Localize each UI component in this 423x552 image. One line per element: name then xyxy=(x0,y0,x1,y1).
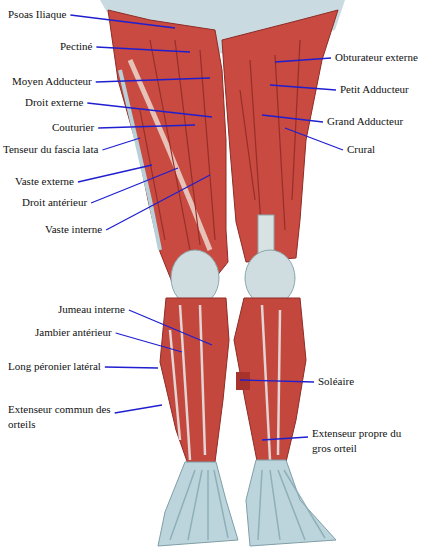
leader-line xyxy=(87,103,212,117)
leader-line xyxy=(115,405,162,413)
muscle-label: Jumeau interne xyxy=(58,302,125,317)
foot xyxy=(158,462,238,546)
muscle-label: Vaste externe xyxy=(15,174,74,189)
muscle-label: Vaste interne xyxy=(45,222,102,237)
cut-muscle xyxy=(236,372,250,390)
leader-line xyxy=(285,128,343,150)
leader-line xyxy=(105,367,158,368)
foot xyxy=(246,460,336,546)
lower-leg-muscles xyxy=(160,298,229,470)
fascia-band xyxy=(120,70,160,250)
leader-line xyxy=(96,47,190,52)
leader-line xyxy=(96,78,210,82)
muscle-label: Couturier xyxy=(52,120,94,135)
leader-line xyxy=(262,437,308,440)
muscle-label: Moyen Adducteur xyxy=(12,74,92,89)
muscle-label: Long péronier latéral xyxy=(8,359,101,374)
tendons xyxy=(170,305,205,460)
leader-line xyxy=(91,168,178,203)
leader-line xyxy=(240,380,314,382)
leader-line xyxy=(262,115,323,122)
leader-line xyxy=(116,333,182,352)
leader-line xyxy=(70,15,175,28)
muscle-fibres xyxy=(240,40,300,240)
muscle-label: Extenseur commun des orteils xyxy=(8,402,120,432)
muscle-label: Tenseur du fascia lata xyxy=(3,142,98,157)
foot-tendons xyxy=(170,470,228,540)
foot-tendons xyxy=(258,470,325,540)
leader-line xyxy=(78,165,152,182)
muscle-fibres xyxy=(140,40,215,250)
muscle-label: Droit antérieur xyxy=(22,195,87,210)
thigh-muscles xyxy=(222,10,338,262)
muscle-label: Jambier antérieur xyxy=(35,325,112,340)
muscle-label: Pectiné xyxy=(60,39,92,54)
muscle-label: Petit Adducteur xyxy=(340,82,409,97)
legs-drawing xyxy=(100,0,345,546)
leader-lines xyxy=(70,15,343,440)
muscle-label: Droit externe xyxy=(25,95,83,110)
muscle-label: Grand Adducteur xyxy=(327,114,403,129)
muscle-label: Psoas Iliaque xyxy=(8,7,66,22)
sartorius-band xyxy=(130,60,210,250)
muscle-label: Obturateur externe xyxy=(335,50,418,65)
muscle-label: Extenseur propre du gros orteil xyxy=(312,426,418,456)
tendons xyxy=(262,305,280,460)
leader-line xyxy=(98,125,195,128)
leader-line xyxy=(270,85,336,90)
leader-line xyxy=(275,58,331,62)
muscle-label: Soléaire xyxy=(318,374,354,389)
muscle-label: Crural xyxy=(347,142,375,157)
leader-line xyxy=(102,138,140,150)
leader-line xyxy=(106,175,210,230)
